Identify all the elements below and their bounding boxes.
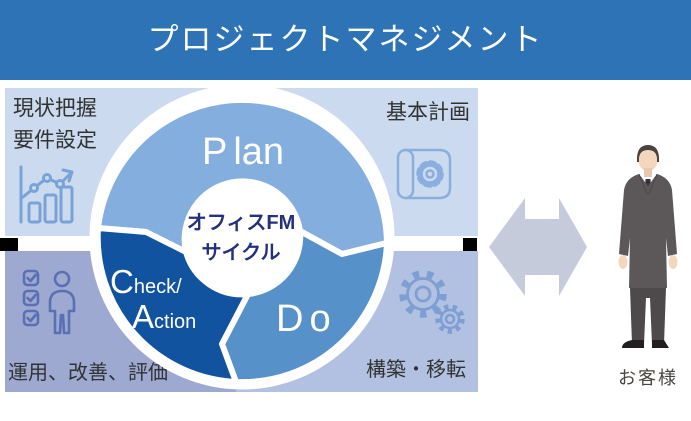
gears-icon	[399, 270, 465, 334]
label-operation-improvement: 運用、改善、評価	[8, 362, 168, 384]
man-neck	[644, 168, 652, 177]
page-title: プロジェクトマネジメント	[147, 22, 544, 57]
label-line: 要件設定	[13, 128, 97, 152]
plan-initial: P	[201, 131, 228, 173]
do-rest: o	[309, 298, 331, 340]
man-jacket	[619, 174, 677, 288]
man-hand-left	[618, 255, 628, 269]
label-line: 現状把握	[13, 97, 97, 120]
check-initial: C	[110, 263, 134, 300]
man-shoe-left	[622, 340, 644, 348]
do-initial: D	[276, 298, 304, 340]
customer-label: お客様	[618, 368, 678, 388]
label-basic-plan: 基本計画	[386, 101, 470, 124]
check-action-segment	[94, 225, 251, 385]
band-stub-right	[463, 238, 477, 251]
man-hair	[636, 145, 660, 162]
band-stub-left	[0, 238, 18, 251]
man-face	[638, 147, 658, 171]
checklist-person-icon	[22, 269, 76, 335]
businessman-illustration	[618, 145, 678, 348]
header-bar: プロジェクトマネジメント	[0, 0, 691, 80]
action-initial: A	[132, 298, 155, 335]
center-line1: オフィスFM	[186, 212, 296, 234]
man-hand-right	[668, 255, 678, 269]
check-rest: heck/	[133, 276, 182, 298]
do-segment	[219, 228, 390, 386]
center-line2: サイクル	[201, 242, 281, 264]
man-trousers	[630, 288, 666, 344]
man-lapels	[638, 173, 658, 195]
plan-rest: lan	[233, 131, 285, 173]
label-construction-relocation: 構築・移転	[366, 359, 466, 381]
cycle-center-label: オフィスFM サイクル	[187, 208, 295, 268]
double-headed-arrow-icon	[489, 198, 587, 296]
bar-chart-growth-icon	[19, 165, 74, 224]
blueprint-gear-icon	[396, 148, 452, 200]
action-rest: ction	[154, 311, 197, 333]
plan-segment	[95, 96, 390, 257]
label-current-state: 現状把握 要件設定	[13, 93, 97, 156]
check-action-segment-label: Check/ Action	[110, 265, 196, 333]
man-shoe-right	[652, 340, 669, 348]
